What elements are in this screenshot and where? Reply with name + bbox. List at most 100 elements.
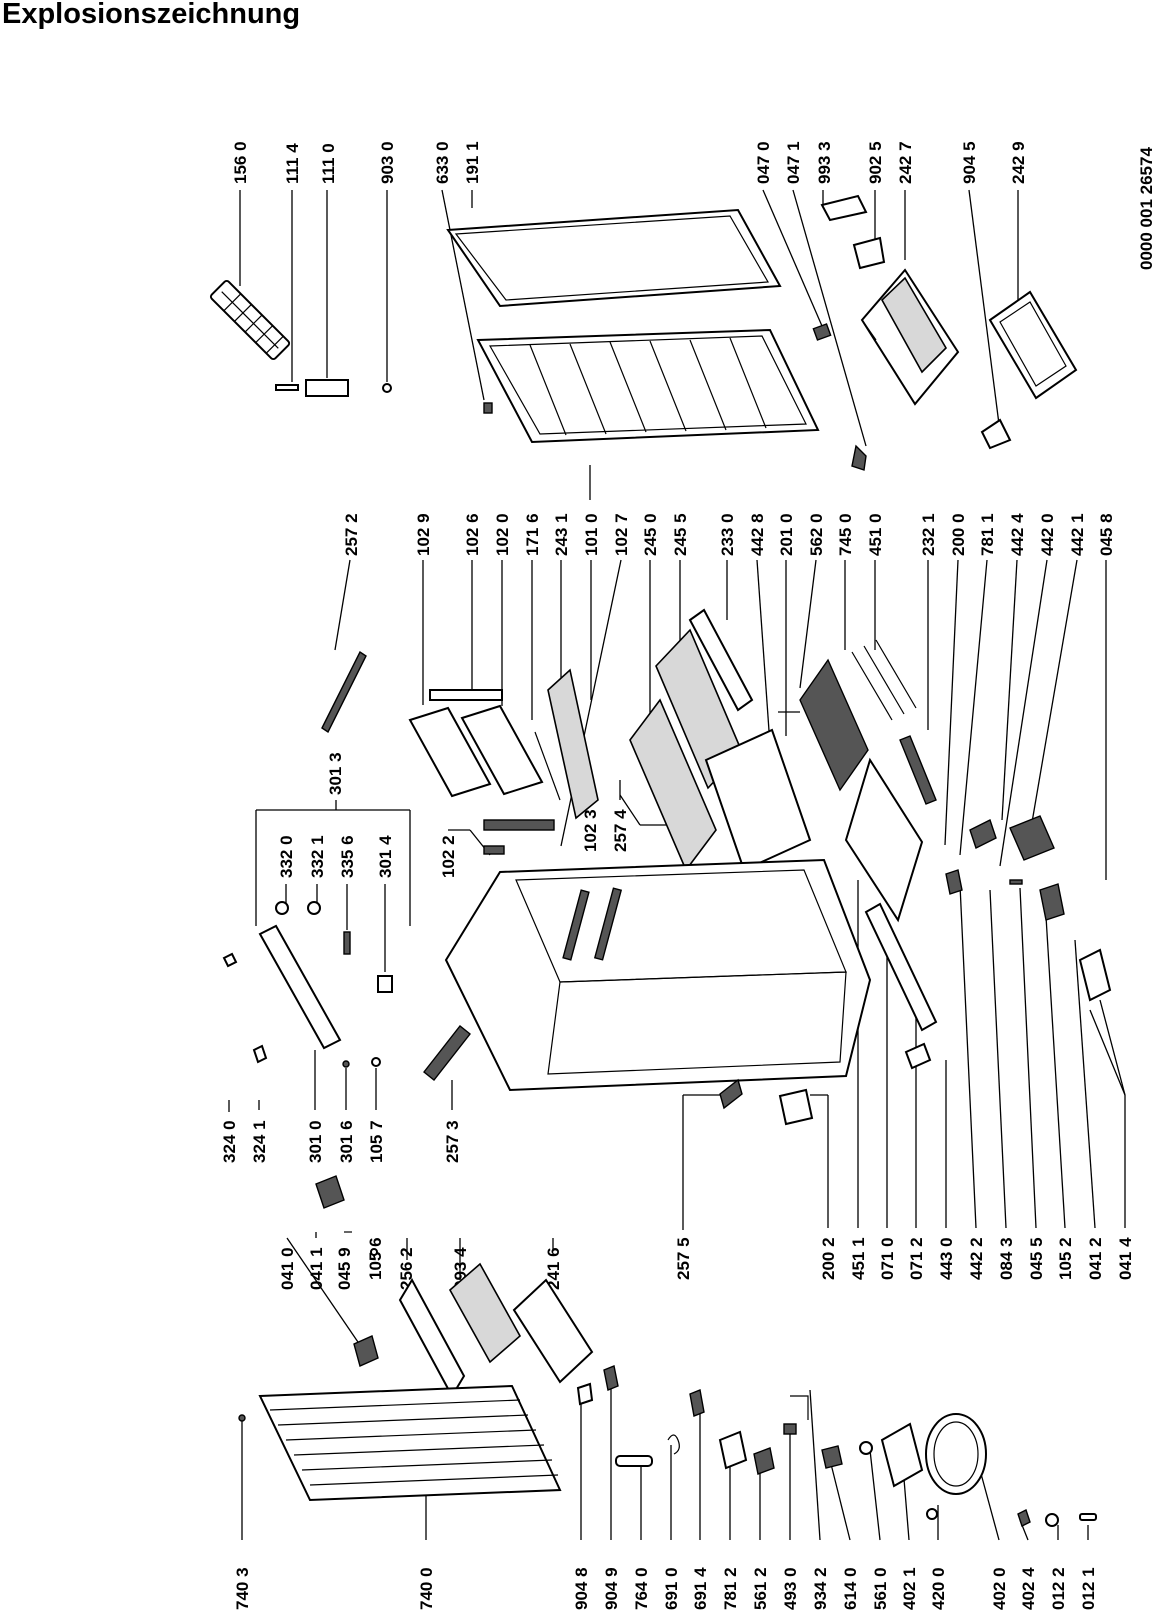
compressor-bolt	[926, 1508, 938, 1520]
starter	[821, 1445, 843, 1469]
part-label: 245 0	[641, 513, 660, 556]
cabinet	[444, 858, 872, 1092]
door	[476, 328, 820, 444]
washer	[370, 1248, 378, 1256]
shelf-frame	[688, 608, 754, 712]
connector	[1039, 883, 1065, 921]
hinge-lower	[353, 1335, 379, 1367]
page-title: Explosionszeichnung	[2, 0, 301, 30]
part-label: 781 1	[978, 513, 997, 556]
control-panel	[258, 924, 342, 1050]
part-label: 301 0	[306, 1120, 325, 1163]
knob-small	[252, 1044, 268, 1064]
cable-holder	[689, 1389, 705, 1417]
part-label: 781 2	[721, 1567, 740, 1610]
part-label: 442 1	[1068, 513, 1087, 556]
wire	[790, 1395, 809, 1420]
spring	[603, 1365, 619, 1391]
part-label: 101 0	[582, 513, 601, 556]
part-label: 105 2	[1056, 1237, 1075, 1280]
pin-small	[1009, 879, 1023, 885]
part-label: 045 5	[1027, 1237, 1046, 1280]
part-label: 041 0	[278, 1247, 297, 1290]
part-label: 691 4	[691, 1567, 710, 1610]
part-label: 241 6	[544, 1247, 563, 1290]
part-label: 111 4	[283, 143, 302, 184]
parts	[209, 194, 1112, 1527]
capacitor	[859, 1441, 873, 1455]
freezer-basket-upper	[860, 268, 960, 406]
part-label: 740 3	[233, 1567, 252, 1610]
part-label: 071 0	[878, 1237, 897, 1280]
labels-middle-left: 324 0 324 1 301 0 301 6 105 7 257 3	[220, 1120, 462, 1163]
rail-left	[423, 1025, 471, 1081]
part-label: 420 0	[929, 1567, 948, 1610]
labels-left: 740 3 740 0 904 8 904 9 764 0 691 0 691 …	[233, 1567, 1098, 1610]
part-label: 102 6	[463, 513, 482, 556]
labels-middle-right: 257 2 102 9 102 6 102 0 171 6 243 1 101 …	[342, 513, 1116, 556]
part-label: 041 2	[1086, 1237, 1105, 1280]
rivet	[238, 1414, 246, 1422]
sensor	[343, 931, 351, 955]
part-label: 993 3	[815, 141, 834, 184]
door-shelf	[408, 706, 492, 798]
part-label: 902 5	[866, 141, 885, 184]
lamp	[342, 1060, 350, 1068]
thermostat	[718, 1430, 748, 1470]
part-label: 105 6	[366, 1237, 385, 1280]
part-label: 200 0	[949, 513, 968, 556]
part-label: 332 0	[277, 835, 296, 878]
part-label: 047 0	[754, 141, 773, 184]
small-bar	[275, 384, 299, 391]
part-label: 012 2	[1049, 1567, 1068, 1610]
labels-center: 102 2 102 3 257 4	[439, 809, 630, 878]
labels-top-right: 156 0 111 4 111 0 903 0 633 0 191 1 047 …	[231, 141, 1028, 184]
part-label: 745 0	[836, 513, 855, 556]
part-label: 934 2	[811, 1567, 830, 1610]
small-screw	[382, 383, 392, 393]
part-label: 200 2	[819, 1237, 838, 1280]
small-plate	[904, 1042, 932, 1070]
shelf-strip	[483, 845, 505, 855]
screw-small	[1079, 1513, 1097, 1521]
part-label: 903 0	[378, 141, 397, 184]
part-label: 171 6	[523, 513, 542, 556]
cover-plate	[377, 975, 393, 993]
part-label: 493 0	[781, 1567, 800, 1610]
part-label: 257 3	[443, 1120, 462, 1163]
valve	[969, 819, 997, 849]
labels-middle-bottom: 257 5 200 2 451 1 071 0 071 2 443 0 442 …	[674, 1237, 1135, 1280]
glass-tray	[512, 1278, 594, 1384]
rod	[534, 731, 561, 801]
part-label: 904 9	[602, 1567, 621, 1610]
part-label: 614 0	[841, 1567, 860, 1610]
part-label: 242 7	[896, 141, 915, 184]
compressor-foot	[1017, 1509, 1031, 1527]
part-label: 324 1	[250, 1120, 269, 1163]
bulb	[371, 1057, 381, 1067]
compressor-box	[880, 1422, 924, 1488]
part-label: 245 5	[671, 513, 690, 556]
part-label: 691 0	[662, 1567, 681, 1610]
part-label: 243 1	[552, 513, 571, 556]
part-label: 301 6	[337, 1120, 356, 1163]
part-label: 102 2	[439, 835, 458, 878]
evaporator-plate	[704, 728, 812, 872]
document-number: 0000 001 26574	[1137, 147, 1156, 270]
part-label: 041 1	[307, 1247, 326, 1290]
part-label: 233 0	[718, 513, 737, 556]
knob-small	[222, 952, 238, 968]
part-label: 257 5	[674, 1237, 693, 1280]
grid-cover	[448, 1262, 522, 1364]
condenser	[258, 1384, 562, 1502]
part-label: 071 2	[907, 1237, 926, 1280]
hinge-cover	[812, 323, 832, 341]
dryer-filter	[615, 1455, 653, 1467]
part-label: 045 8	[1097, 513, 1116, 556]
part-label: 242 9	[1009, 141, 1028, 184]
part-label: 904 8	[572, 1567, 591, 1610]
part-label: 764 0	[632, 1567, 651, 1610]
shelf-strip	[483, 819, 555, 831]
part-label: 561 2	[751, 1567, 770, 1610]
slider	[719, 1078, 743, 1110]
